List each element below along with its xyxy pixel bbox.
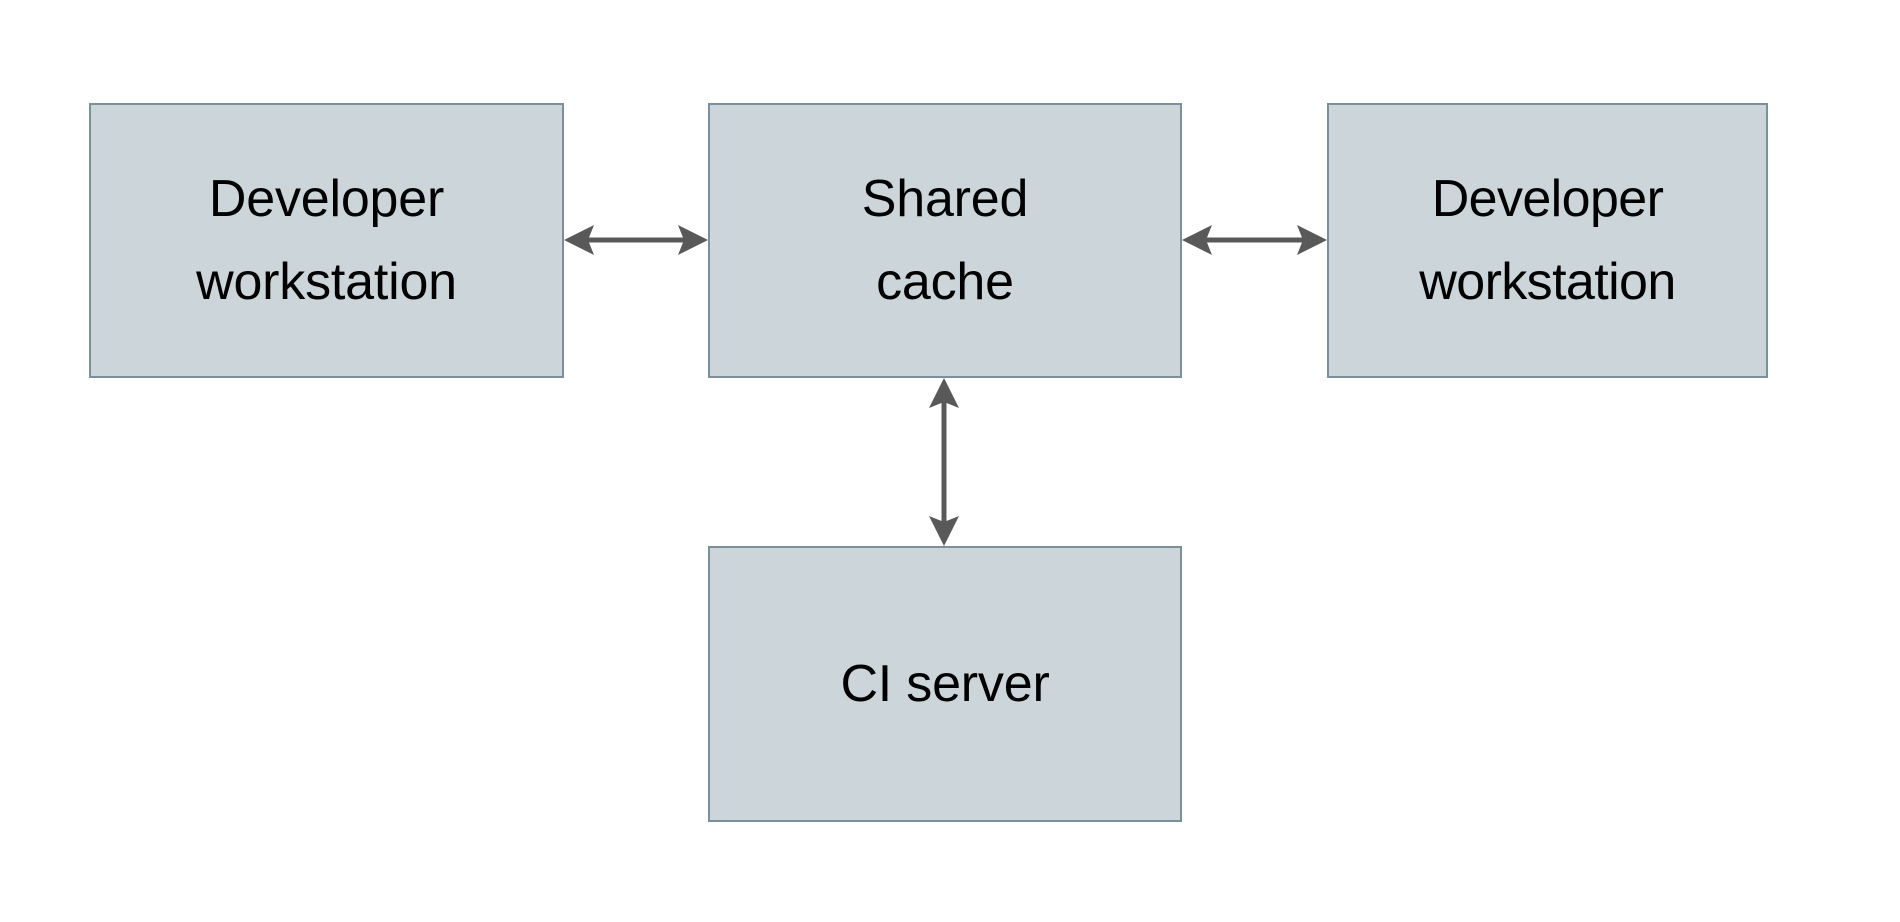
node-label-ci-server: CI server — [840, 654, 1050, 713]
connector-shared-cache-to-dev-right — [1182, 225, 1327, 255]
node-label-developer-workstation-right: Developer workstation — [1419, 170, 1676, 311]
arrowhead-down-icon — [929, 516, 959, 546]
node-label-shared-cache: Shared cache — [861, 170, 1029, 311]
node-developer-workstation-left[interactable]: Developer workstation — [89, 103, 564, 378]
node-ci-server[interactable]: CI server — [708, 546, 1182, 822]
arrowhead-left-icon — [564, 225, 594, 255]
connector-dev-left-to-shared-cache — [564, 225, 708, 255]
arrowhead-right-icon — [678, 225, 708, 255]
node-developer-workstation-right[interactable]: Developer workstation — [1327, 103, 1768, 378]
arrowhead-left-icon — [1182, 225, 1212, 255]
arrowhead-up-icon — [929, 378, 959, 408]
node-label-developer-workstation-left: Developer workstation — [196, 170, 457, 311]
connector-shared-cache-to-ci-server — [929, 378, 959, 546]
node-shared-cache[interactable]: Shared cache — [708, 103, 1182, 378]
arrowhead-right-icon — [1297, 225, 1327, 255]
